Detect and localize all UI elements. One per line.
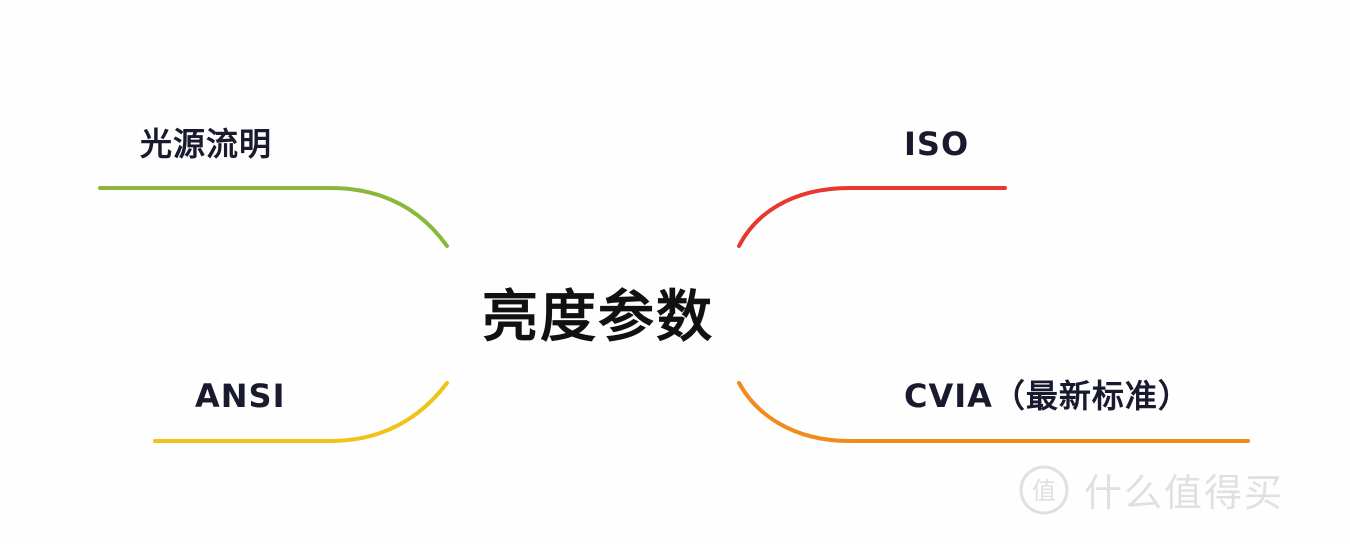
watermark-text: 什么值得买 bbox=[1084, 471, 1285, 515]
branch-label-bottom-right: CVIA（最新标准） bbox=[904, 377, 1191, 415]
branch-label-bottom-left: ANSI bbox=[195, 377, 286, 415]
central-topic: 亮度参数 bbox=[482, 285, 714, 350]
branch-label-top-left: 光源流明 bbox=[140, 125, 273, 163]
branch-line-bottom-left bbox=[153, 381, 449, 443]
watermark-logo-char: 值 bbox=[1032, 477, 1056, 505]
branch-line-top-left bbox=[98, 186, 449, 248]
watermark-logo-icon: 值 bbox=[1019, 465, 1069, 514]
branch-label-top-right: ISO bbox=[904, 125, 970, 163]
watermark: 值 什么值得买 bbox=[1018, 462, 1284, 517]
branch-line-bottom-right bbox=[737, 381, 1250, 443]
branch-line-top-right bbox=[737, 186, 1007, 248]
